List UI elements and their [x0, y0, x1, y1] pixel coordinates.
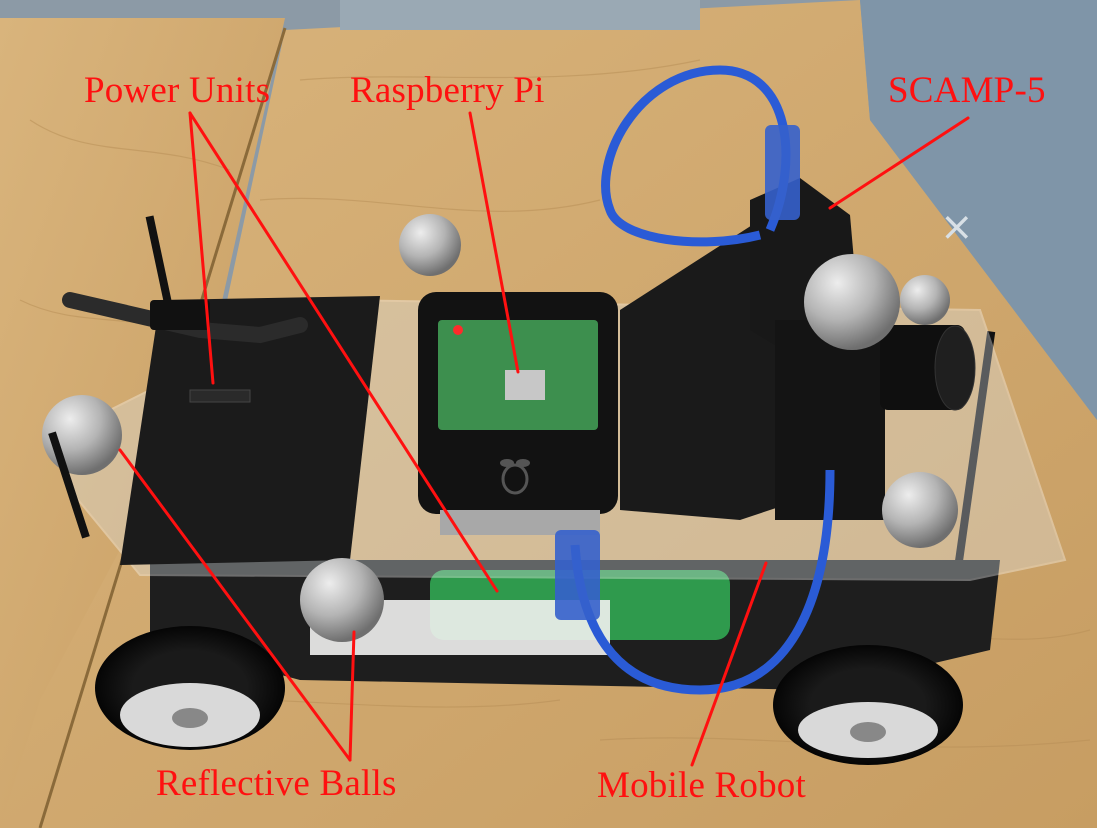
mobile-robot: [42, 65, 1067, 765]
annotation-lines: [118, 111, 970, 767]
mobile-robot-line: [690, 561, 768, 767]
floor-mat: [340, 0, 700, 30]
usb-connector-black: [150, 300, 210, 330]
reflective-balls-label: Reflective Balls: [156, 763, 397, 804]
marker-ball: [804, 254, 900, 350]
raspberry-pi-line: [468, 111, 520, 374]
marker-rod: [48, 431, 90, 539]
reflective-balls-line-b: [348, 630, 356, 762]
power-cable: [62, 292, 308, 344]
power-unit-box: [120, 296, 380, 565]
floor-strip: [860, 0, 1097, 420]
cpu-chip: [505, 370, 545, 400]
wheel-rear: [95, 626, 285, 750]
power-unit-slot: [189, 389, 251, 403]
lens-face: [934, 325, 976, 411]
marker-ball: [900, 275, 950, 325]
raspberry-logo-icon: [500, 459, 530, 495]
usb-plug-bottom: [555, 530, 600, 620]
marker-ball: [300, 558, 384, 642]
scamp-label: SCAMP-5: [888, 70, 1046, 111]
marker-ball: [399, 214, 461, 276]
scamp-line: [828, 116, 970, 210]
marker-ball: [882, 472, 958, 548]
power-units-line-a: [188, 111, 215, 385]
raspberry-pi-label: Raspberry Pi: [350, 70, 545, 111]
floor-mark: ×: [940, 204, 974, 250]
power-units-label: Power Units: [84, 70, 271, 111]
mobile-robot-label: Mobile Robot: [597, 765, 806, 806]
power-led: [453, 325, 463, 335]
wheel-front: [773, 645, 963, 765]
reflective-balls-line-a: [118, 448, 352, 762]
power-units-line-b: [188, 111, 499, 593]
usb-plug-top: [765, 125, 800, 220]
